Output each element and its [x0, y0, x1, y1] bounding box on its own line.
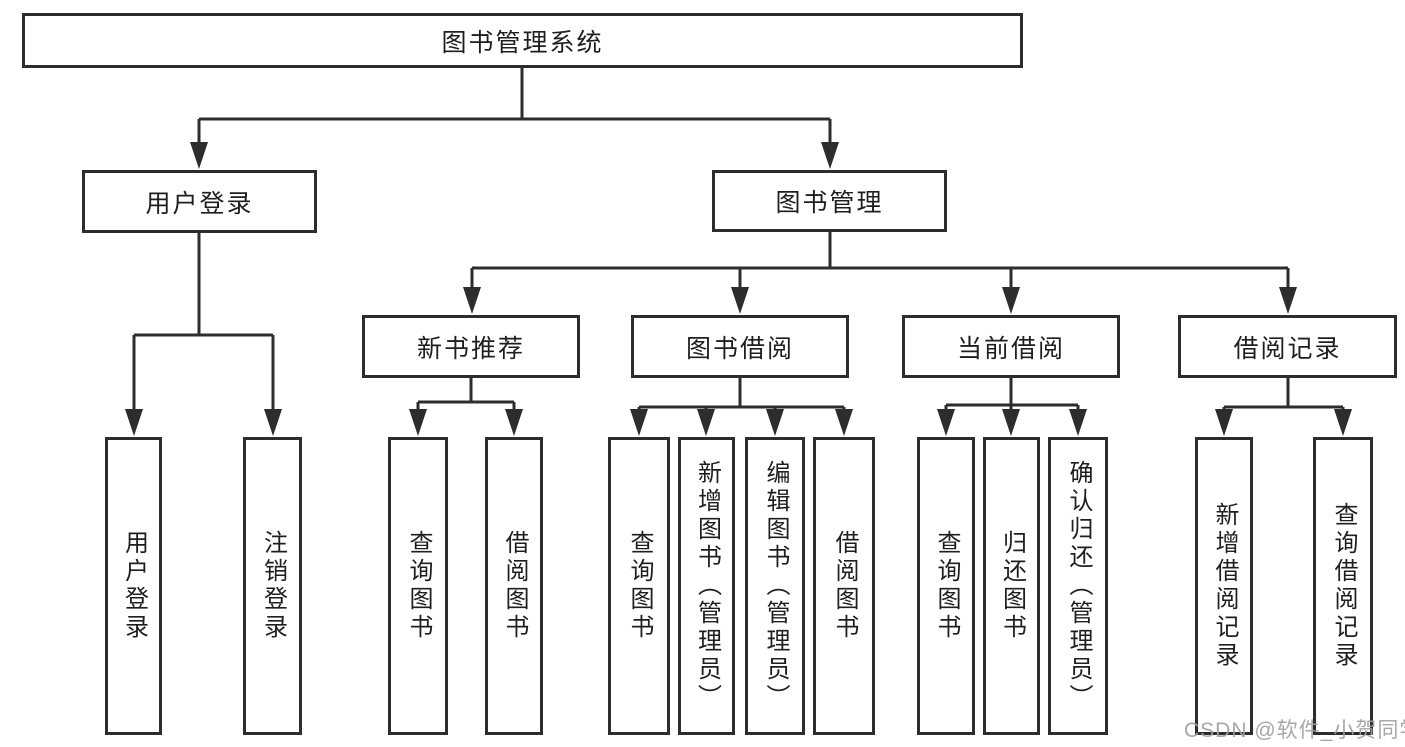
- leaf-query-books-current: 查询图书: [917, 437, 975, 735]
- connector-bookborrow-to-leaves: [637, 378, 846, 412]
- leaf-query-borrow-record: 查询借阅记录: [1313, 437, 1373, 735]
- connector-borrowrecords-to-leaves: [1222, 378, 1345, 412]
- leaf-add-books-admin: 新增图书（管理员）: [678, 437, 735, 735]
- arrowhead-icon: [1069, 409, 1087, 436]
- arrowhead-icon: [505, 409, 523, 436]
- leaf-user-login: 用户登录: [105, 437, 162, 735]
- leaf-query-books-recommend: 查询图书: [388, 437, 448, 735]
- arrowhead-icon: [1334, 409, 1352, 436]
- arrowhead-icon: [1002, 287, 1020, 314]
- node-borrow-records: 借阅记录: [1178, 315, 1397, 378]
- arrowhead-icon: [821, 142, 839, 169]
- node-new-book-recommend: 新书推荐: [362, 315, 580, 378]
- arrowhead-icon: [1215, 409, 1233, 436]
- node-book-management-group: 图书管理: [712, 170, 947, 232]
- connector-newbookrec-to-leaves: [416, 378, 516, 412]
- connector-bookmgmt-to-level2: [470, 232, 1290, 291]
- node-book-borrow: 图书借阅: [631, 315, 849, 378]
- leaf-add-borrow-record: 新增借阅记录: [1195, 437, 1253, 735]
- connector-root-to-level1: [197, 68, 832, 145]
- csdn-watermark: CSDN @软件_小贺同学: [1184, 719, 1405, 742]
- arrowhead-icon: [937, 409, 955, 436]
- arrowhead-icon: [409, 409, 427, 436]
- connector-currentborrow-to-leaves: [944, 378, 1080, 412]
- leaf-borrow-books-recommend: 借阅图书: [485, 437, 543, 735]
- leaf-logout: 注销登录: [243, 437, 302, 735]
- node-current-borrow: 当前借阅: [902, 315, 1120, 378]
- node-user-login-group: 用户登录: [82, 170, 317, 233]
- leaf-borrow-books: 借阅图书: [813, 437, 875, 735]
- node-root-system: 图书管理系统: [22, 13, 1023, 68]
- arrowhead-icon: [1002, 409, 1020, 436]
- arrowhead-icon: [264, 409, 282, 436]
- arrowhead-icon: [1279, 287, 1297, 314]
- leaf-return-books: 归还图书: [983, 437, 1040, 735]
- arrowhead-icon: [697, 409, 715, 436]
- leaf-edit-books-admin: 编辑图书（管理员）: [745, 437, 805, 735]
- arrowhead-icon: [766, 409, 784, 436]
- leaf-query-books-borrow: 查询图书: [608, 437, 670, 735]
- connector-userlogin-to-leaves: [132, 233, 275, 412]
- arrowhead-icon: [835, 409, 853, 436]
- arrowhead-icon: [630, 409, 648, 436]
- arrowhead-icon: [731, 287, 749, 314]
- arrowhead-icon: [463, 287, 481, 314]
- arrowhead-icon: [190, 142, 208, 169]
- arrowhead-icon: [125, 409, 143, 436]
- leaf-confirm-return-admin: 确认归还（管理员）: [1048, 437, 1108, 735]
